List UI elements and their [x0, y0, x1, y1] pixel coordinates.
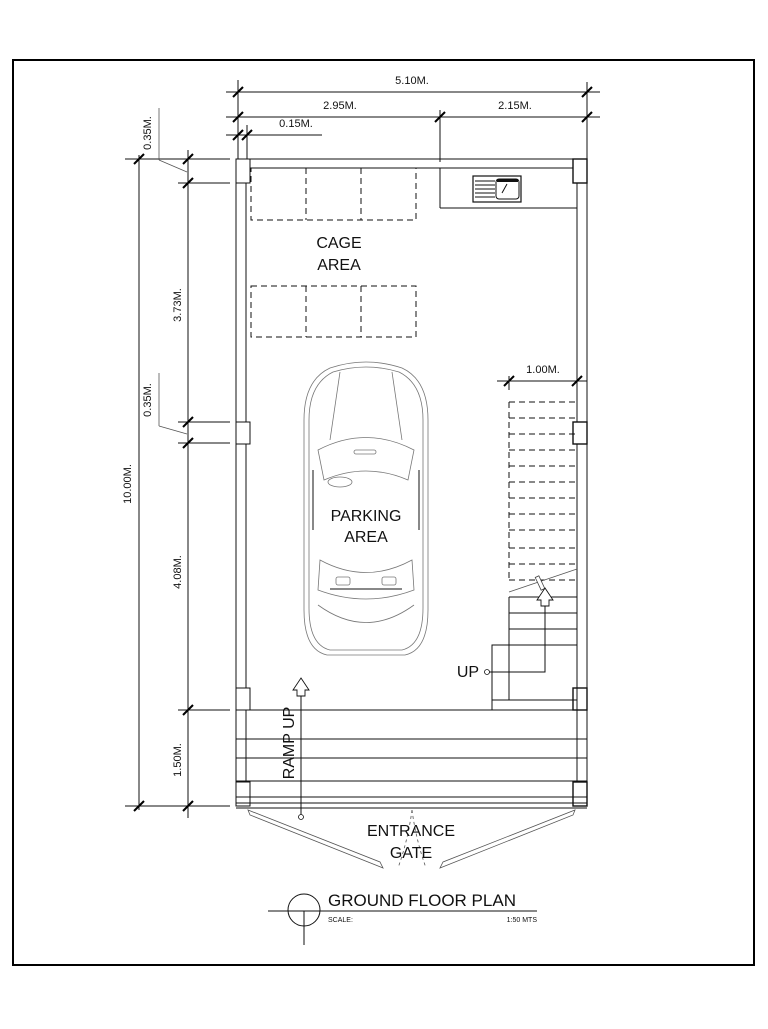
ramp-up-label: RAMP UP [281, 707, 298, 780]
column [572, 687, 588, 711]
entrance-gate-label-line2: GATE [390, 845, 432, 862]
column [572, 158, 588, 184]
gate-leaf-right [439, 809, 576, 869]
dim-overall-length: 10.00M. [122, 464, 134, 504]
column [572, 421, 588, 445]
drawing-title: GROUND FLOOR PLAN [328, 891, 516, 910]
dim-left-width: 2.95M. [323, 100, 357, 112]
dim-ramp-depth: 1.50M. [172, 743, 184, 777]
column [235, 781, 251, 807]
gate-leaf-left [247, 809, 384, 869]
ramp: RAMP UP [236, 677, 587, 820]
parking-area-label-line2: AREA [344, 529, 388, 546]
entrance-gate: ENTRANCE GATE [247, 809, 576, 869]
up-arrow-icon [292, 677, 310, 697]
scale-label: SCALE: [328, 917, 353, 924]
dim-cage-depth: 3.73M. [172, 288, 184, 322]
column [235, 421, 251, 445]
dim-wall-thickness: 0.15M. [279, 118, 313, 130]
entrance-gate-label-line1: ENTRANCE [367, 823, 455, 840]
title-block: GROUND FLOOR PLAN SCALE: 1:50 MTS [268, 891, 537, 945]
column [235, 158, 251, 184]
dim-parking-depth: 4.08M. [172, 555, 184, 589]
cage-area-label-line1: CAGE [316, 235, 361, 252]
dim-stair-width: 1.00M. [526, 364, 560, 376]
column [235, 687, 251, 711]
up-arrow-icon [536, 587, 554, 607]
staircase: 1.00M. UP [457, 364, 587, 711]
sink-counter [439, 168, 577, 209]
cage-area: CAGE AREA [250, 167, 417, 338]
dim-right-width: 2.15M. [498, 100, 532, 112]
dim-mid-column: 0.35M. [142, 383, 154, 417]
sheet-frame [12, 59, 755, 966]
scale-value: 1:50 MTS [507, 917, 538, 924]
dim-top-column: 0.35M. [142, 116, 154, 150]
top-dimensions: 5.10M. 2.95M. 2.15M. 0.15M. [226, 75, 600, 162]
column [572, 781, 588, 807]
left-dimensions: 10.00M. 0.35M. 3.73M. 0.35M. 4.08M. 1.50… [122, 108, 230, 818]
stair-up-label: UP [457, 664, 479, 681]
kitchen-sink-icon [472, 175, 522, 203]
cage-area-label-line2: AREA [317, 257, 361, 274]
dim-overall-width: 5.10M. [395, 75, 429, 87]
parking-area-label-line1: PARKING [331, 508, 402, 525]
car-top-view-icon: PARKING AREA [303, 361, 429, 656]
